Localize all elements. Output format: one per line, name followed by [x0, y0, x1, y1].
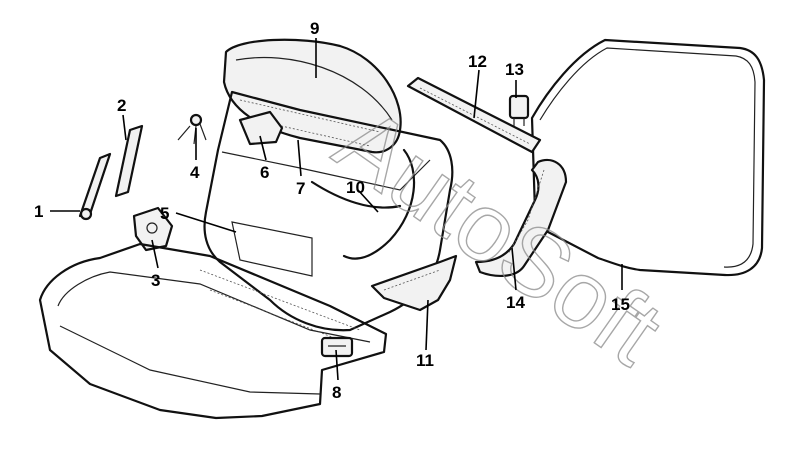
bolt-part: [177, 113, 207, 145]
pillar-trim-part: [474, 158, 568, 278]
callout-15: 15: [611, 295, 630, 314]
callout-1: 1: [34, 202, 43, 221]
lock-part: [132, 206, 174, 252]
callout-13: 13: [505, 60, 524, 79]
strut-rod-part: [78, 152, 112, 221]
callout-3: 3: [151, 271, 160, 290]
callout-8: 8: [332, 383, 341, 402]
callout-11: 11: [416, 351, 434, 370]
bumper-part: [38, 242, 388, 420]
callout-2: 2: [117, 96, 126, 115]
callout-9: 9: [310, 19, 319, 38]
callout-12: 12: [468, 52, 487, 71]
strut-part: [114, 124, 144, 198]
leader-lines: [50, 38, 623, 381]
callout-14: 14: [506, 293, 525, 312]
clip-part: [508, 94, 530, 126]
callout-7: 7: [296, 179, 305, 198]
hinge-bracket-part: [238, 110, 284, 146]
callout-5: 5: [160, 204, 169, 223]
license-lamp-part: [320, 336, 354, 358]
callout-10: 10: [346, 178, 365, 197]
lamp-panel-part: [370, 254, 458, 312]
callout-labels: 1 2 3 4 5 6 7 8 9 10 11 12 13 14 15: [34, 19, 630, 402]
callout-6: 6: [260, 163, 269, 182]
callout-4: 4: [190, 163, 200, 182]
